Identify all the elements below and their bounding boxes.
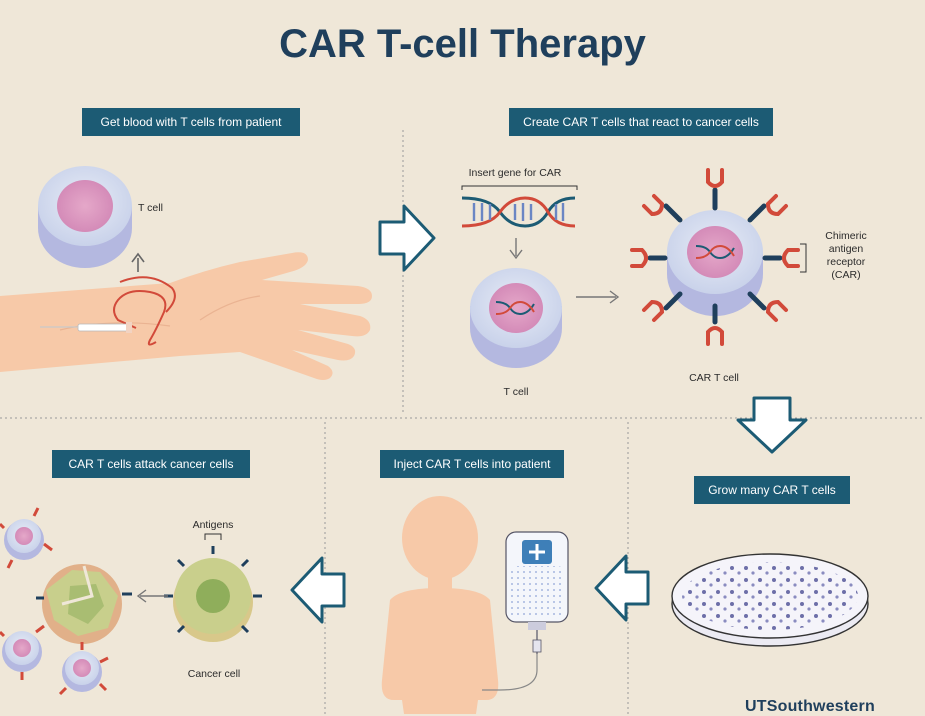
down-arrow-big-icon (736, 396, 808, 454)
step-banner-attack: CAR T cells attack cancer cells (52, 450, 250, 478)
step-banner-inject: Inject CAR T cells into patient (380, 450, 564, 478)
t-cell-label-1: T cell (138, 202, 163, 214)
step-banner-grow: Grow many CAR T cells (694, 476, 850, 504)
dna-gene-icon (461, 185, 578, 228)
car-label: Chimeric antigen receptor (CAR) (812, 230, 880, 282)
t-cell-with-gene-icon (470, 268, 562, 368)
t-cell-label-2: T cell (503, 386, 529, 398)
antigens-label: Antigens (192, 519, 234, 531)
cancer-cell-label: Cancer cell (187, 668, 241, 680)
step-banner-get-blood: Get blood with T cells from patient (82, 108, 300, 136)
car-label-line4: (CAR) (831, 269, 861, 281)
cancer-cell-icon (164, 533, 262, 642)
car-label-line3: receptor (826, 256, 866, 268)
car-label-line2: antigen (828, 243, 864, 255)
t-cell-icon (38, 166, 132, 268)
down-arrow-icon (509, 238, 523, 260)
car-t-cell-icon (630, 168, 807, 346)
petri-dish-icon (671, 553, 869, 647)
iv-bag-icon (482, 531, 569, 691)
car-label-line1: Chimeric (825, 230, 867, 242)
insert-gene-label: Insert gene for CAR (468, 167, 562, 179)
up-arrow-icon (131, 252, 145, 272)
left-arrow-icon-2 (290, 556, 346, 624)
step-banner-create: Create CAR T cells that react to cancer … (509, 108, 773, 136)
attacking-car-t-cells (0, 507, 109, 696)
arrow-left-small-icon (136, 589, 168, 603)
page-title: CAR T-cell Therapy (279, 22, 646, 66)
brand-logo: UTSouthwestern (745, 698, 875, 715)
arrow-right-small-icon (576, 290, 620, 304)
arm-illustration (0, 252, 372, 380)
destroyed-cancer-cell-icon (36, 564, 132, 644)
left-arrow-icon-1 (594, 554, 650, 622)
car-t-cell-label: CAR T cell (689, 372, 739, 384)
blood-draw-needle-icon (40, 276, 176, 346)
right-arrow-icon (378, 204, 436, 272)
patient-child-illustration (381, 496, 499, 714)
